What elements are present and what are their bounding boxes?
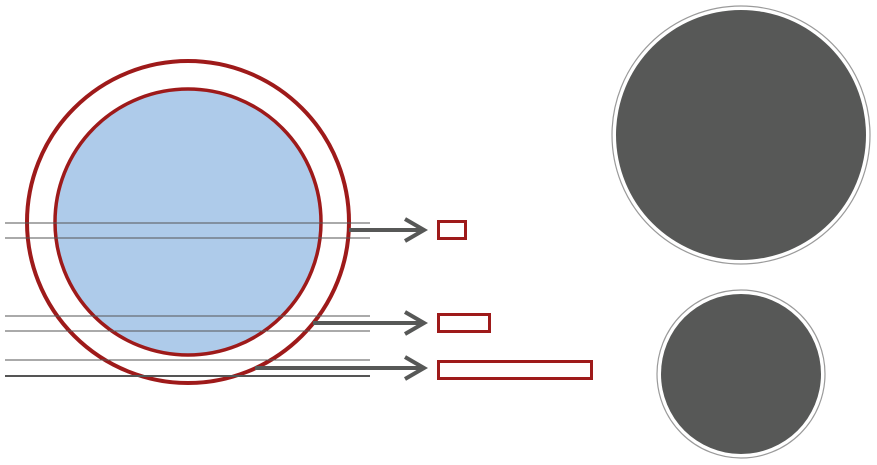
outer-ring [25, 59, 351, 385]
arrow-2 [313, 310, 428, 336]
large-disk [611, 5, 871, 265]
label-boxes [437, 220, 593, 380]
arrow-3 [255, 355, 428, 381]
arrows [255, 217, 428, 381]
inner-core [53, 87, 323, 357]
horizontal-lines [5, 222, 370, 377]
small-disk [656, 289, 826, 459]
label-box-2 [437, 313, 491, 333]
label-box-3 [437, 360, 593, 380]
arrow-1 [349, 217, 428, 243]
label-box-1 [437, 220, 467, 240]
